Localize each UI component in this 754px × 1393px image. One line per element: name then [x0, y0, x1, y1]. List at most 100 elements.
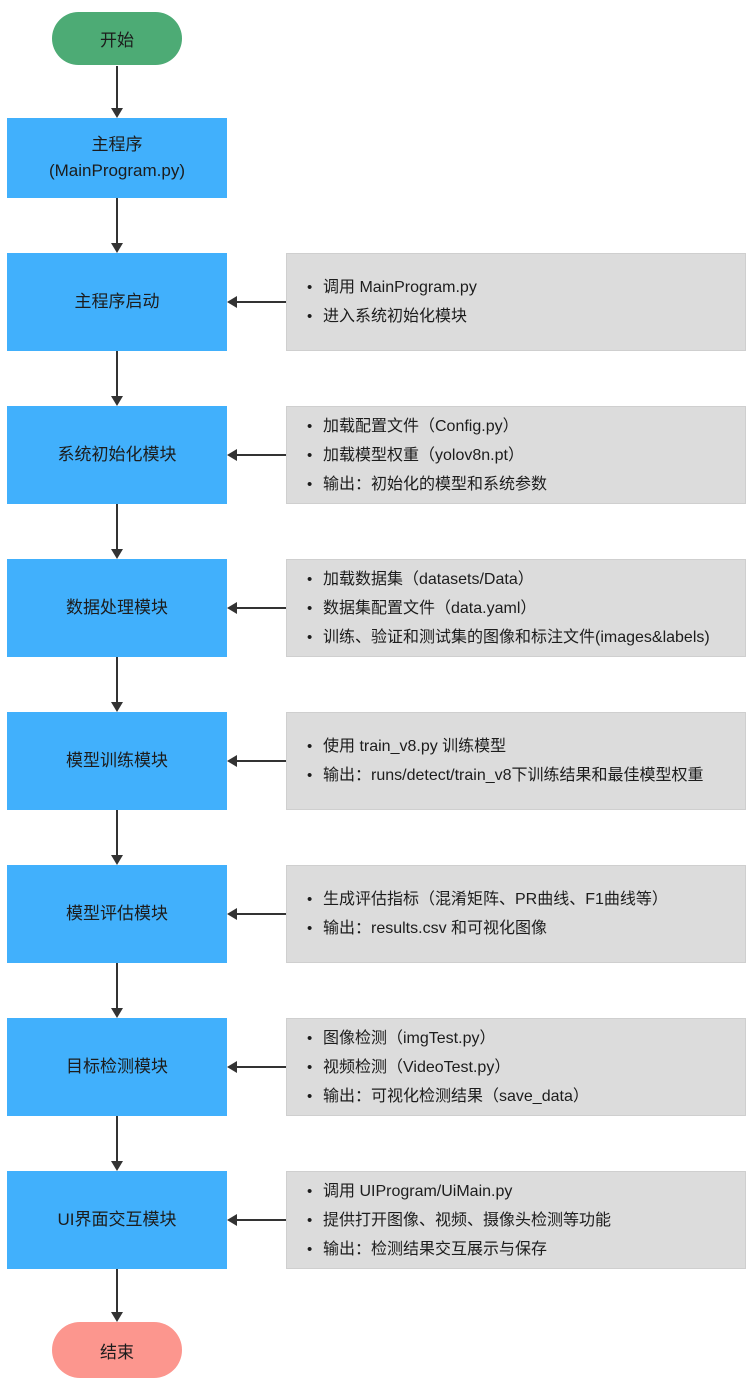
note-text: 生成评估指标（混淆矩阵、PR曲线、F1曲线等） [323, 891, 668, 908]
arrow-down-icon [110, 657, 124, 712]
bullet-icon: • [307, 1211, 313, 1229]
process-label: 目标检测模块 [66, 1057, 168, 1076]
note-text: 输出：runs/detect/train_v8下训练结果和最佳模型权重 [323, 767, 704, 784]
note-line: • 进入系统初始化模块 [307, 302, 735, 331]
bullet-icon: • [307, 1058, 313, 1076]
note-line: • 训练、验证和测试集的图像和标注文件(images&labels) [307, 623, 735, 652]
bullet-icon: • [307, 767, 313, 784]
arrow-down-icon [110, 66, 124, 118]
arrow-left-icon [227, 1214, 286, 1226]
end-label: 结束 [100, 1342, 134, 1362]
note-text: 加载模型权重（yolov8n.pt） [323, 446, 524, 464]
note-line: •调用 MainProgram.py [307, 273, 735, 302]
note-text: 提供打开图像、视频、摄像头检测等功能 [323, 1211, 612, 1229]
bullet-icon: • [307, 599, 313, 617]
bullet-icon: • [307, 475, 313, 493]
process-label: 模型训练模块 [66, 751, 168, 770]
note-line: • 数据集配置文件（data.yaml） [307, 594, 735, 623]
arrow-down-icon [110, 351, 124, 406]
note-line: • 输出：检测结果交互展示与保存 [307, 1235, 735, 1264]
arrow-left-icon [227, 755, 286, 767]
arrow-left-icon [227, 602, 286, 614]
bullet-icon: • [307, 570, 313, 588]
note-text: 使用 train_v8.py 训练模型 [323, 738, 507, 755]
note-box: •调用 MainProgram.py•进入系统初始化模块 [286, 253, 746, 351]
note-text: 输出：results.csv 和可视化图像 [323, 920, 548, 937]
note-box: • 使用 train_v8.py 训练模型 • 输出：runs/detect/trai… [286, 712, 746, 810]
note-text: 图像检测（imgTest.py） [323, 1029, 496, 1047]
note-line: • 提供打开图像、视频、摄像头检测等功能 [307, 1206, 735, 1235]
note-line: • 加载模型权重（yolov8n.pt） [307, 441, 735, 470]
flow-row-detect: 目标检测模块 • 图像检测（imgTest.py） • 视频检测（VideoTest.… [7, 1018, 746, 1116]
note-box: • 生成评估指标（混淆矩阵、PR曲线、F1曲线等） • 输出：results.csv … [286, 865, 746, 963]
note-line: • 输出：runs/detect/train_v8下训练结果和最佳模型权重 [307, 761, 735, 790]
bullet-icon: • [307, 1240, 313, 1258]
bullet-icon: • [307, 1029, 313, 1047]
note-line: • 输出：初始化的模型和系统参数 [307, 470, 735, 499]
bullet-icon: • [307, 1182, 313, 1200]
process-label: UI界面交互模块 [57, 1210, 177, 1229]
note-text: 输出：初始化的模型和系统参数 [323, 475, 548, 493]
arrow-left-icon [227, 449, 286, 461]
start-node: 开始 [52, 12, 182, 65]
note-text: 输出：检测结果交互展示与保存 [323, 1240, 548, 1258]
flow-row-ui: UI界面交互模块 • 调用 UIProgram/UiMain.py • 提供打开图像、… [7, 1171, 746, 1269]
note-text: 加载配置文件（Config.py） [323, 417, 519, 435]
end-node: 结束 [52, 1322, 182, 1378]
note-box: • 加载配置文件（Config.py） • 加载模型权重（yolov8n.pt） • 输出… [286, 406, 746, 504]
note-text: 调用 UIProgram/UiMain.py [323, 1182, 513, 1200]
note-text: 视频检测（VideoTest.py） [323, 1058, 511, 1076]
process-box: 模型训练模块 [7, 712, 227, 810]
main-program-box: 主程序 (MainProgram.py) [7, 118, 227, 198]
process-box: UI界面交互模块 [7, 1171, 227, 1269]
process-label: 数据处理模块 [66, 598, 168, 617]
note-text: 加载数据集（datasets/Data） [323, 570, 534, 588]
note-text: 进入系统初始化模块 [323, 308, 468, 325]
bullet-icon: • [307, 279, 313, 296]
process-box: 系统初始化模块 [7, 406, 227, 504]
arrow-down-icon [110, 963, 124, 1018]
arrow-down-icon [110, 504, 124, 559]
bullet-icon: • [307, 1087, 313, 1105]
bullet-icon: • [307, 920, 313, 937]
bullet-icon: • [307, 417, 313, 435]
note-line: • 视频检测（VideoTest.py） [307, 1053, 735, 1082]
arrow-left-icon [227, 296, 286, 308]
flow-row-data: 数据处理模块 • 加载数据集（datasets/Data） • 数据集配置文件（dat… [7, 559, 746, 657]
bullet-icon: • [307, 738, 313, 755]
main-program-label-line2: (MainProgram.py) [48, 161, 186, 180]
process-box: 主程序启动 [7, 253, 227, 351]
arrow-left-icon [227, 908, 286, 920]
flow-row-train: 模型训练模块 • 使用 train_v8.py 训练模型 • 输出：runs/dete… [7, 712, 746, 810]
bullet-icon: • [307, 446, 313, 464]
note-text: 输出：可视化检测结果（save_data） [323, 1087, 589, 1105]
bullet-icon: • [307, 891, 313, 908]
process-box: 模型评估模块 [7, 865, 227, 963]
note-line: • 输出：可视化检测结果（save_data） [307, 1082, 735, 1111]
arrow-down-icon [110, 1116, 124, 1171]
process-label: 系统初始化模块 [57, 445, 177, 464]
process-label: 主程序启动 [74, 292, 160, 311]
process-box: 数据处理模块 [7, 559, 227, 657]
bullet-icon: • [307, 308, 313, 325]
process-box: 目标检测模块 [7, 1018, 227, 1116]
main-program-label-line1: 主程序 [91, 135, 143, 154]
note-box: • 调用 UIProgram/UiMain.py • 提供打开图像、视频、摄像头检测等… [286, 1171, 746, 1269]
note-text: 数据集配置文件（data.yaml） [323, 599, 537, 617]
note-line: • 使用 train_v8.py 训练模型 [307, 732, 735, 761]
note-box: • 加载数据集（datasets/Data） • 数据集配置文件（data.yaml）… [286, 559, 746, 657]
start-label: 开始 [100, 31, 134, 50]
bullet-icon: • [307, 628, 313, 646]
arrow-down-icon [110, 198, 124, 253]
note-line: • 调用 UIProgram/UiMain.py [307, 1177, 735, 1206]
note-box: • 图像检测（imgTest.py） • 视频检测（VideoTest.py） • 输出：… [286, 1018, 746, 1116]
note-line: • 加载配置文件（Config.py） [307, 412, 735, 441]
note-text: 训练、验证和测试集的图像和标注文件(images&labels) [323, 628, 710, 646]
note-line: • 加载数据集（datasets/Data） [307, 565, 735, 594]
flow-row-eval: 模型评估模块 • 生成评估指标（混淆矩阵、PR曲线、F1曲线等） • 输出：resul… [7, 865, 746, 963]
process-label: 模型评估模块 [66, 904, 168, 923]
flow-row-startup: 主程序启动 •调用 MainProgram.py•进入系统初始化模块 [7, 253, 746, 351]
flow-row-init: 系统初始化模块 • 加载配置文件（Config.py） • 加载模型权重（yolov8… [7, 406, 746, 504]
arrow-down-icon [110, 810, 124, 865]
